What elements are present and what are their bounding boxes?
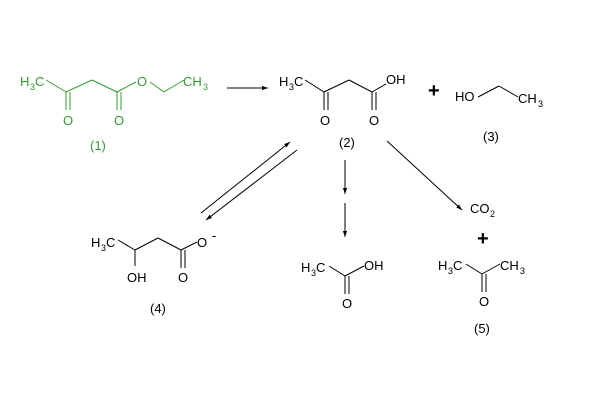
carbonyl-oxygen: O [178, 270, 188, 285]
bond [117, 239, 136, 251]
ch3-right-sub: 3 [203, 82, 208, 92]
compound-5-acetone: H 3 C CH 3 O (5) [438, 258, 525, 336]
compound-5-number: (5) [474, 321, 490, 336]
ch3-sub: 3 [101, 243, 106, 253]
bond [149, 81, 165, 93]
ch3-sub: 3 [289, 82, 294, 92]
ch3-right-sub: 3 [520, 266, 525, 276]
ch3-left-h: H [20, 74, 29, 89]
plus-sign-top: + [428, 80, 440, 102]
bond [328, 265, 346, 277]
keto-oxygen: O [320, 113, 330, 128]
ch3-c: C [316, 260, 325, 275]
bond [304, 79, 325, 93]
compound-2-bonds [304, 79, 387, 110]
ch3-left-sub: 3 [30, 82, 35, 92]
acetic-acid-bonds [328, 265, 365, 294]
hydroxyl: OH [127, 270, 147, 285]
co2-label: CO [470, 201, 490, 216]
keto-oxygen: O [63, 113, 73, 128]
bond [163, 79, 185, 93]
co2-sub: 2 [490, 209, 495, 219]
compound-3-bonds [477, 85, 519, 98]
compound-2-acetoacetic-acid: H 3 C O O OH (2) [279, 72, 406, 150]
ch3-h: H [91, 235, 100, 250]
compound-5-bonds [465, 263, 501, 292]
bond [348, 79, 373, 93]
bond [65, 79, 93, 93]
carbonyl-oxygen: O [342, 296, 352, 311]
ch3-right-ch: CH [183, 74, 202, 89]
bond [180, 241, 198, 251]
compound-4-bonds [117, 237, 198, 268]
ch3-left-c: C [35, 74, 44, 89]
bond [498, 85, 519, 98]
ch3-c: C [106, 235, 115, 250]
bond [344, 265, 365, 277]
bond [465, 263, 483, 275]
ch3-left-c: C [453, 258, 462, 273]
ch3-left-h: H [438, 258, 447, 273]
ch3-h: H [301, 260, 310, 275]
arrow-decarboxylation [386, 140, 463, 211]
bond [116, 81, 137, 93]
bond [134, 237, 159, 251]
bond [371, 83, 387, 93]
compound-3-ethanol: HO CH 3 (3) [455, 85, 543, 144]
carbonyl-oxygen: O [114, 113, 124, 128]
compound-4-hydroxybutyrate: H 3 C OH O O - (4) [91, 228, 216, 316]
ch3-h: H [279, 74, 288, 89]
arrow-oxidation [205, 149, 298, 221]
bond [323, 79, 350, 93]
ch3-left-sub: 3 [448, 266, 453, 276]
hydroxyl: OH [386, 72, 406, 87]
bond [157, 237, 182, 251]
negative-charge: - [212, 228, 216, 243]
carbonyl-oxygen: O [369, 113, 379, 128]
bond [481, 263, 501, 275]
compound-3-number: (3) [483, 129, 499, 144]
compound-1-ethyl-acetoacetate: H 3 C O O O CH 3 (1) [20, 74, 208, 153]
anion-oxygen: O [197, 235, 207, 250]
acetic-acid: H 3 C OH O [301, 258, 384, 311]
ch3-right-ch: CH [500, 258, 519, 273]
compound-2-number: (2) [339, 135, 355, 150]
plus-sign-bottom: + [477, 228, 489, 250]
ch3-ch: CH [518, 91, 537, 106]
compound-1-number: (1) [90, 138, 106, 153]
bond [91, 79, 118, 93]
ester-oxygen: O [137, 74, 147, 89]
bond [477, 85, 500, 98]
carbon-dioxide: CO 2 [470, 201, 495, 219]
compound-1-bonds [45, 79, 185, 110]
ho-group: HO [455, 89, 475, 104]
compound-4-number: (4) [150, 301, 166, 316]
ch3-c: C [294, 74, 303, 89]
ch3-sub: 3 [311, 268, 316, 278]
hydroxyl: OH [364, 258, 384, 273]
ch3-sub: 3 [538, 99, 543, 109]
carbonyl-oxygen: O [479, 294, 489, 309]
arrow-reduction [200, 141, 291, 214]
bond [45, 79, 67, 93]
